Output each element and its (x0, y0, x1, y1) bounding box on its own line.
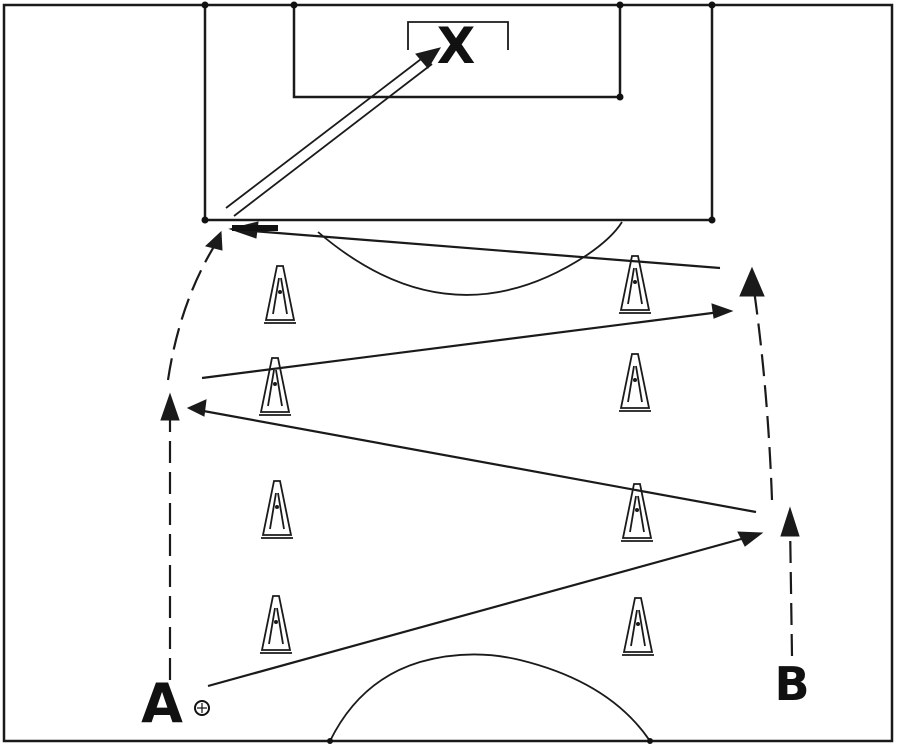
center-circle-arc (329, 653, 651, 742)
goal-area (292, 5, 622, 99)
pass-line (201, 310, 721, 380)
passes (186, 221, 764, 688)
arrow-head-icon (737, 531, 764, 547)
player-a-label: A (141, 672, 183, 735)
run-line (752, 289, 774, 501)
pass-line (239, 228, 721, 270)
arrow-head-icon (186, 399, 207, 417)
pass-line (197, 408, 757, 514)
marker-dot (708, 1, 716, 9)
shot-line (233, 63, 433, 217)
marker-dot (201, 1, 209, 9)
target-label: X (437, 17, 476, 75)
cone (622, 597, 654, 656)
pitch-corner-dots (201, 1, 716, 744)
arrow-head-icon (739, 266, 765, 297)
arrow-head-icon (415, 47, 442, 69)
arrow-head-icon (204, 230, 223, 251)
arrow-head-icon (711, 303, 734, 319)
pass-receive-marker (232, 225, 278, 231)
run-line (788, 521, 794, 657)
cone (261, 480, 293, 539)
shot (225, 47, 442, 217)
cone (264, 265, 296, 324)
cone (260, 595, 292, 654)
target-x: X (437, 17, 476, 75)
goal (407, 21, 509, 50)
cone (259, 357, 291, 416)
cone (619, 255, 651, 314)
cones (259, 255, 654, 656)
pass-line (207, 534, 753, 688)
player-a: A (141, 672, 210, 735)
cone (621, 483, 653, 542)
marker-dot (616, 1, 624, 9)
run-line (166, 239, 219, 381)
marker-dot (647, 738, 653, 744)
pitch-boundary (2, 3, 894, 743)
arrow-head-icon (160, 392, 180, 421)
marker-dot (327, 738, 333, 744)
marker-dot (616, 93, 624, 101)
player-b: B (774, 657, 809, 711)
shot-line (225, 55, 426, 209)
marker-dot (708, 216, 716, 224)
arrow-head-icon (780, 506, 800, 537)
player-b-label: B (774, 657, 809, 711)
marker-dot (201, 216, 209, 224)
penalty-arc (317, 221, 623, 296)
penalty-area (203, 5, 714, 222)
marker-dot (290, 1, 298, 9)
runs (160, 230, 800, 680)
cone (619, 353, 651, 412)
